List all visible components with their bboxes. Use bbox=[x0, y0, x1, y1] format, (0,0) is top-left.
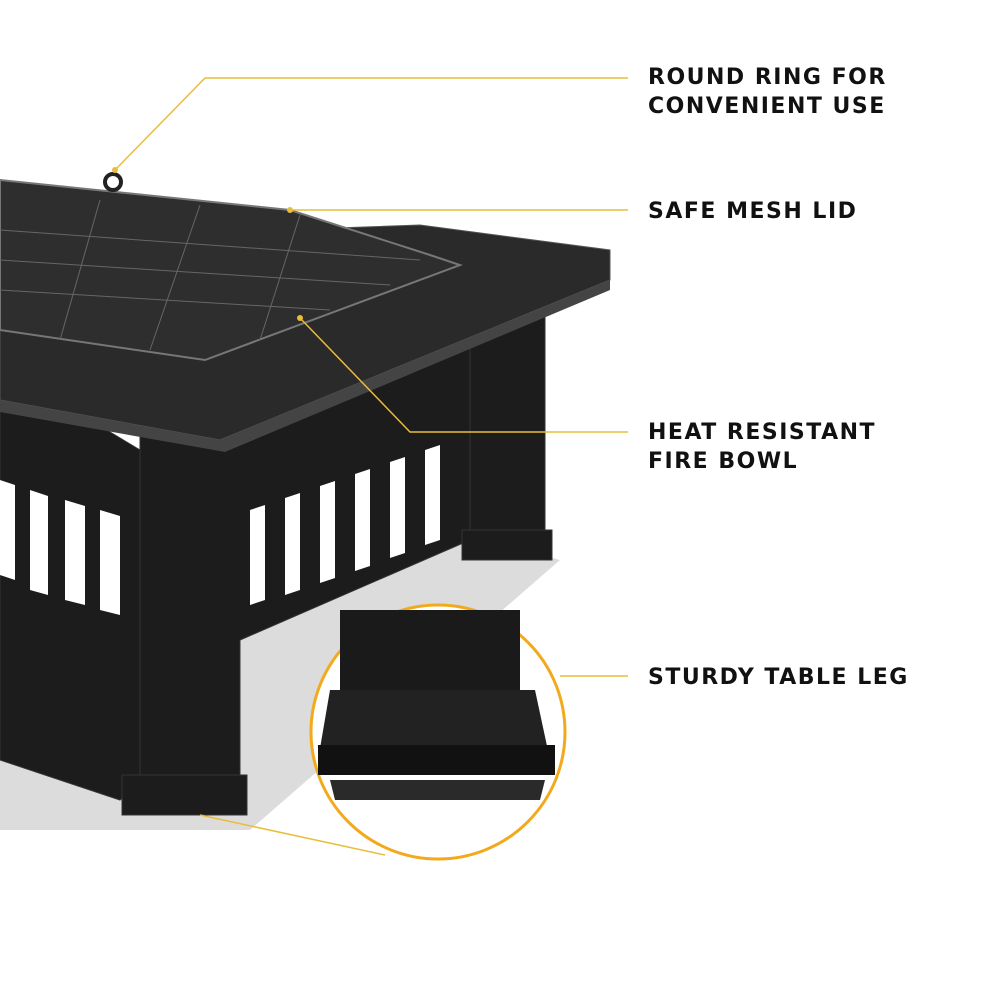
lid-ring bbox=[103, 172, 123, 192]
callout-line: FIRE BOWL bbox=[648, 449, 799, 474]
callout-fire-bowl: HEAT RESISTANT FIRE BOWL bbox=[648, 418, 876, 476]
callout-line: CONVENIENT USE bbox=[648, 94, 886, 119]
side-slats bbox=[0, 445, 440, 615]
leader-lines bbox=[114, 77, 628, 856]
leg-detail-inset bbox=[309, 603, 567, 861]
callout-line: HEAT RESISTANT bbox=[648, 420, 877, 445]
mesh-pattern bbox=[0, 199, 421, 351]
callout-line: SAFE MESH LID bbox=[648, 199, 858, 224]
callout-line: ROUND RING FOR bbox=[648, 65, 887, 90]
callout-round-ring: ROUND RING FOR CONVENIENT USE bbox=[648, 63, 887, 121]
callout-table-leg: STURDY TABLE LEG bbox=[648, 663, 909, 692]
callout-mesh-lid: SAFE MESH LID bbox=[648, 197, 857, 226]
callout-line: STURDY TABLE LEG bbox=[648, 665, 909, 690]
